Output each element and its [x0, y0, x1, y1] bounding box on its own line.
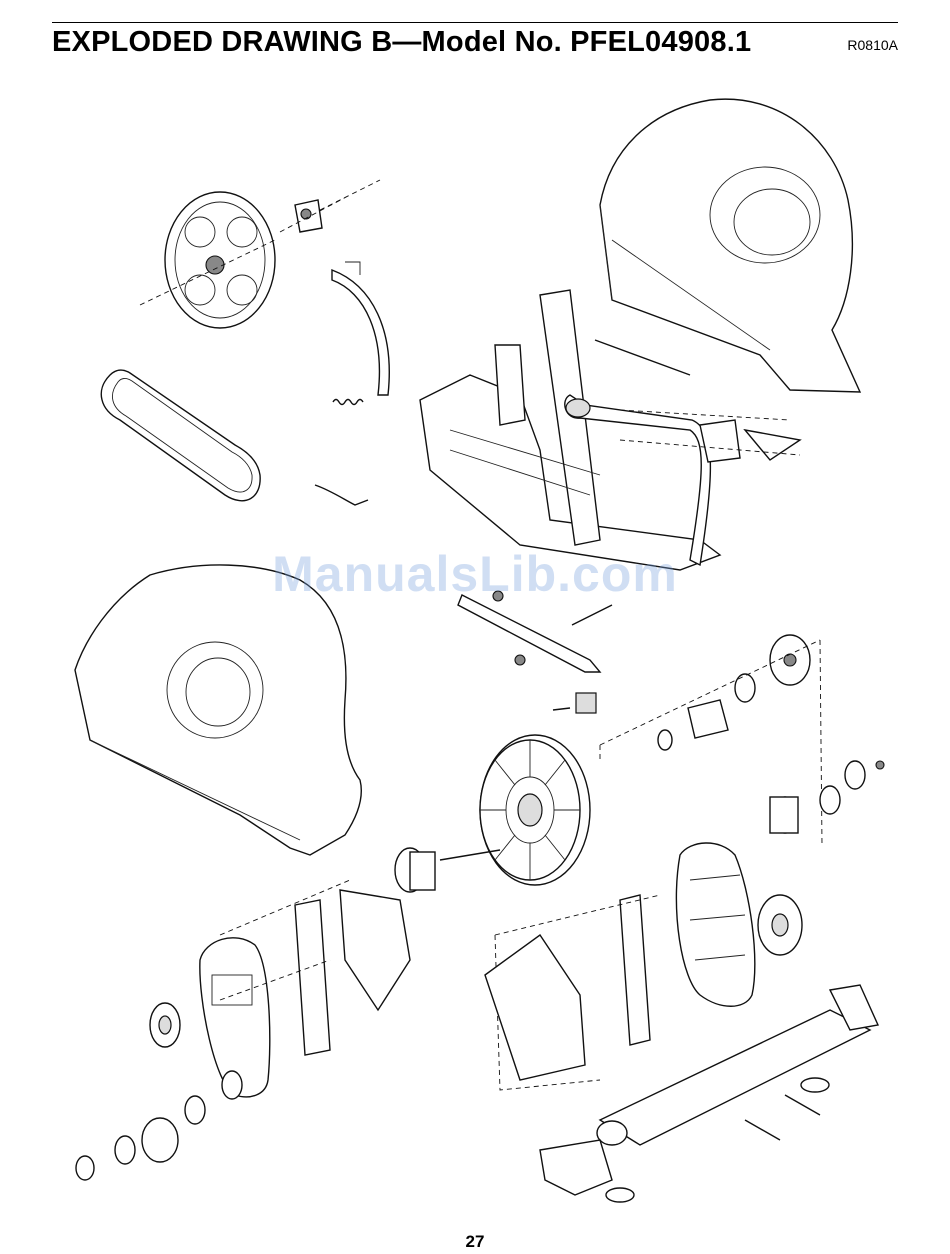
- pulley-wheel: [165, 192, 275, 328]
- left-bearing-stack: [76, 1071, 242, 1180]
- left-shroud: [75, 565, 361, 855]
- pedal-bushing-right: [770, 761, 884, 833]
- left-crank-hub: [150, 1003, 180, 1047]
- right-shield: [485, 935, 585, 1080]
- flywheel: [480, 735, 590, 885]
- right-crank-hub: [758, 895, 802, 955]
- brake-arc: [332, 262, 389, 395]
- right-shroud: [600, 99, 860, 392]
- left-crank-arm: [295, 900, 330, 1055]
- front-endcap: [540, 1140, 612, 1195]
- bushing: [576, 693, 596, 713]
- axle-pin: [572, 605, 612, 625]
- right-crank-cover: [676, 843, 754, 1006]
- main-frame: [420, 290, 720, 570]
- axle-hub: [395, 848, 435, 892]
- watermark: ManualsLib.com: [0, 545, 950, 603]
- spring: [333, 400, 363, 405]
- right-crank-arm: [620, 895, 650, 1045]
- small-pin: [553, 708, 570, 710]
- bolt: [745, 1095, 820, 1140]
- page-number: 27: [0, 1232, 950, 1252]
- drive-belt: [101, 370, 260, 501]
- left-shield: [340, 890, 410, 1010]
- crank-arm-link: [458, 591, 600, 672]
- idler-bracket: [295, 200, 322, 232]
